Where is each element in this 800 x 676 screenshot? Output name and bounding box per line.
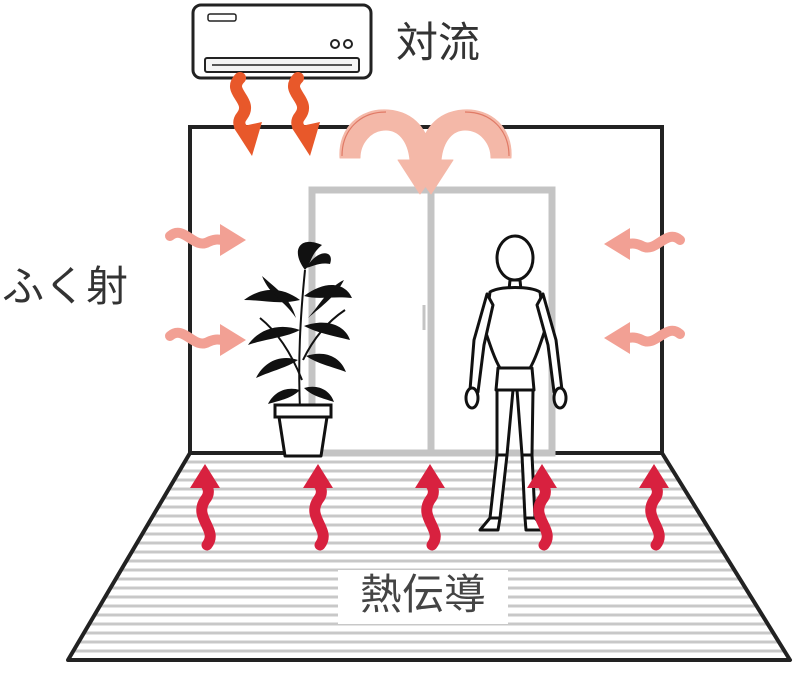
convection-air-arrow [406, 109, 512, 195]
conduction-arrow [303, 464, 333, 551]
radiation-arrow [604, 228, 685, 260]
convection-arrow [288, 72, 320, 156]
label-conduction: 熱伝導 [338, 570, 509, 624]
potted-plant-icon [244, 241, 352, 458]
conduction-arrow [639, 464, 669, 551]
convection-air-arrows [339, 109, 512, 195]
radiation-arrow [604, 322, 685, 354]
radiation-arrows [165, 224, 685, 356]
label-convection: 対流 [396, 18, 481, 67]
conduction-arrows [190, 464, 669, 551]
mannequin-icon [464, 234, 568, 532]
air-conditioner-icon [191, 3, 373, 80]
convection-down-arrows [230, 72, 320, 156]
label-radiation: ふく射 [2, 262, 129, 311]
radiation-arrow [165, 324, 246, 356]
conduction-arrow [190, 464, 220, 551]
convection-arrow [230, 72, 262, 156]
conduction-arrow [527, 464, 557, 551]
radiation-arrow [165, 224, 246, 256]
conduction-arrow [415, 464, 445, 551]
